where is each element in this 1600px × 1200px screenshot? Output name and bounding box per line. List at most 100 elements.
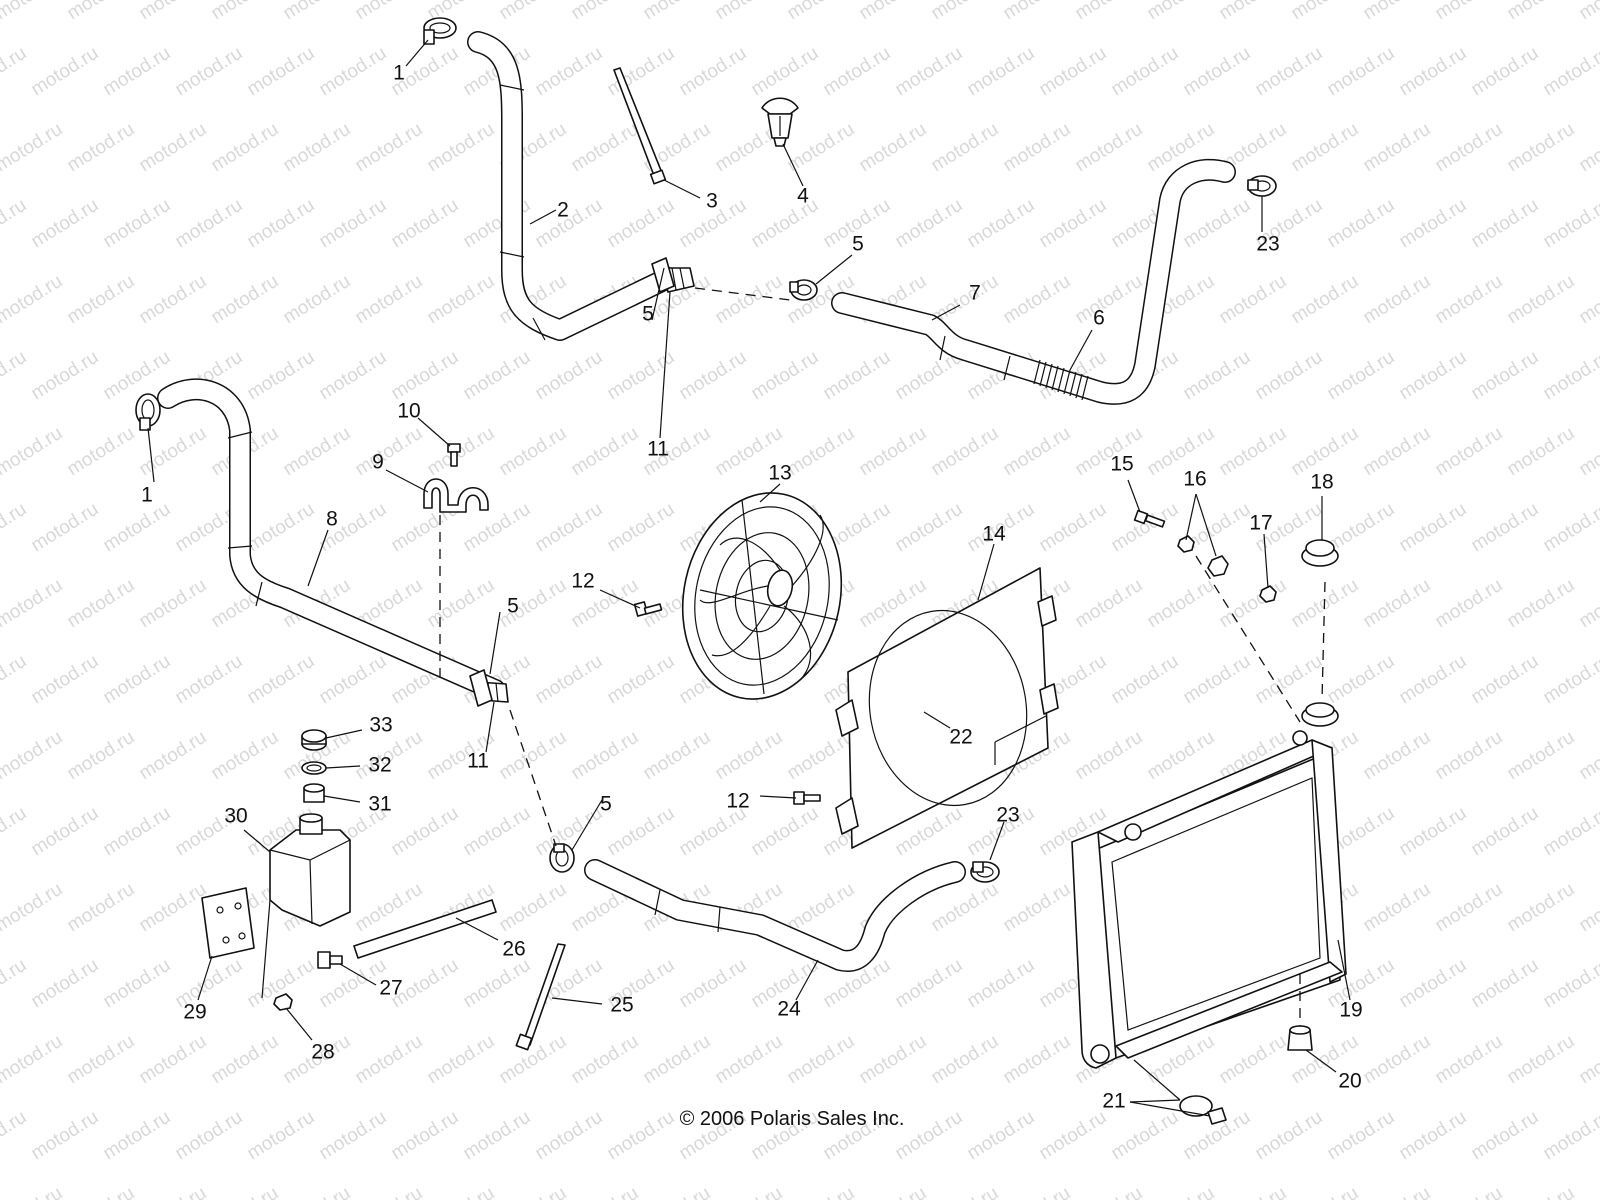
- callout-33: 33: [369, 714, 392, 737]
- callout-5-mid: 5: [852, 233, 864, 256]
- watermark-text: motod.ru: [748, 43, 823, 101]
- callout-12-upper: 12: [571, 570, 594, 593]
- watermark-text: motod.ru: [1000, 1031, 1075, 1089]
- watermark-text: motod.ru: [244, 499, 319, 557]
- watermark-text: motod.ru: [352, 1183, 427, 1200]
- watermark-text: motod.ru: [1252, 347, 1327, 405]
- watermark-text: motod.ru: [1540, 499, 1600, 557]
- watermark-text: motod.ru: [964, 195, 1039, 253]
- watermark-text: motod.ru: [640, 727, 715, 785]
- watermark-text: motod.ru: [568, 727, 643, 785]
- callout-21: 21: [1102, 1090, 1125, 1113]
- watermark-text: motod.ru: [784, 1031, 859, 1089]
- watermark-text: motod.ru: [604, 499, 679, 557]
- watermark-text: motod.ru: [928, 119, 1003, 177]
- watermark-text: motod.ru: [1432, 1031, 1507, 1089]
- watermark-text: motod.ru: [784, 1183, 859, 1200]
- watermark-text: motod.ru: [352, 0, 427, 24]
- watermark-text: motod.ru: [1540, 195, 1600, 253]
- watermark-text: motod.ru: [820, 43, 895, 101]
- watermark-text: motod.ru: [0, 423, 66, 481]
- watermark-text: motod.ru: [1144, 423, 1219, 481]
- watermark-text: motod.ru: [136, 879, 211, 937]
- watermark-text: motod.ru: [748, 347, 823, 405]
- watermark-text: motod.ru: [676, 955, 751, 1013]
- watermark-text: motod.ru: [1252, 1107, 1327, 1165]
- callout-18: 18: [1310, 471, 1333, 494]
- watermark-text: motod.ru: [424, 423, 499, 481]
- bolt-12-lower: [793, 791, 821, 805]
- watermark-text: motod.ru: [496, 0, 571, 24]
- watermark-text: motod.ru: [1324, 43, 1399, 101]
- watermark-text: motod.ru: [316, 651, 391, 709]
- watermark-text: motod.ru: [1180, 195, 1255, 253]
- drain-plug-21: [1179, 1095, 1227, 1125]
- watermark-text: motod.ru: [712, 0, 787, 24]
- watermark-text: motod.ru: [748, 195, 823, 253]
- hose-2: [467, 31, 695, 341]
- watermark-text: motod.ru: [64, 727, 139, 785]
- watermark-text: motod.ru: [1396, 499, 1471, 557]
- callout-28: 28: [311, 1041, 334, 1064]
- watermark-text: motod.ru: [1036, 195, 1111, 253]
- watermark-text: motod.ru: [0, 803, 30, 861]
- watermark-text: motod.ru: [1504, 119, 1579, 177]
- watermark-text: motod.ru: [1540, 651, 1600, 709]
- watermark-text: motod.ru: [64, 879, 139, 937]
- watermark-text: motod.ru: [496, 879, 571, 937]
- callout-24: 24: [777, 998, 801, 1021]
- watermark-text: motod.ru: [100, 1107, 175, 1165]
- cooling-fan-13: [681, 492, 843, 700]
- callout-32: 32: [368, 754, 391, 777]
- watermark-text: motod.ru: [100, 195, 175, 253]
- callout-5-left: 5: [507, 595, 519, 618]
- watermark-text: motod.ru: [1108, 499, 1183, 557]
- watermark-text: motod.ru: [532, 499, 607, 557]
- watermark-text: motod.ru: [244, 347, 319, 405]
- watermark-text: motod.ru: [676, 43, 751, 101]
- watermark-text: motod.ru: [964, 1107, 1039, 1165]
- watermark-text: motod.ru: [0, 955, 30, 1013]
- tube-3: [613, 67, 667, 185]
- watermark-text: motod.ru: [64, 1183, 139, 1200]
- watermark-text: motod.ru: [64, 0, 139, 24]
- watermark-text: motod.ru: [640, 1031, 715, 1089]
- watermark-text: motod.ru: [0, 499, 30, 557]
- callout-22: 22: [949, 726, 972, 749]
- watermark-text: motod.ru: [532, 43, 607, 101]
- hose-clamp-5: [469, 669, 493, 707]
- watermark-text: motod.ru: [1576, 1031, 1600, 1089]
- watermark-text: motod.ru: [892, 955, 967, 1013]
- watermark-text: motod.ru: [244, 1107, 319, 1165]
- watermark-text: motod.ru: [568, 119, 643, 177]
- watermark-text: motod.ru: [1468, 955, 1543, 1013]
- watermark-text: motod.ru: [1216, 271, 1291, 329]
- watermark-text: motod.ru: [1576, 575, 1600, 633]
- watermark-text: motod.ru: [208, 271, 283, 329]
- watermark-text: motod.ru: [1396, 195, 1471, 253]
- watermark-text: motod.ru: [1108, 43, 1183, 101]
- callout-13: 13: [768, 462, 791, 485]
- watermark-text: motod.ru: [1324, 1107, 1399, 1165]
- watermark-text: motod.ru: [136, 727, 211, 785]
- watermark-text: motod.ru: [784, 0, 859, 24]
- watermark-text: motod.ru: [244, 195, 319, 253]
- callout-14: 14: [982, 523, 1006, 546]
- watermark-text: motod.ru: [0, 119, 66, 177]
- watermark-text: motod.ru: [64, 1031, 139, 1089]
- copyright-notice: © 2006 Polaris Sales Inc.: [680, 1108, 905, 1130]
- coolant-reservoir-30: [269, 813, 351, 927]
- watermark-text: motod.ru: [1396, 347, 1471, 405]
- watermark-text: motod.ru: [784, 879, 859, 937]
- callout-15: 15: [1110, 453, 1133, 476]
- bolt-15: [1133, 509, 1166, 528]
- hose-24: [584, 859, 966, 972]
- gasket-32: [301, 761, 327, 775]
- watermark-text: motod.ru: [1360, 1031, 1435, 1089]
- watermark-text: motod.ru: [1180, 651, 1255, 709]
- watermark-text: motod.ru: [784, 727, 859, 785]
- watermark-text: motod.ru: [244, 651, 319, 709]
- watermark-text: motod.ru: [1396, 803, 1471, 861]
- watermark-text: motod.ru: [1576, 271, 1600, 329]
- watermark-text: motod.ru: [1576, 879, 1600, 937]
